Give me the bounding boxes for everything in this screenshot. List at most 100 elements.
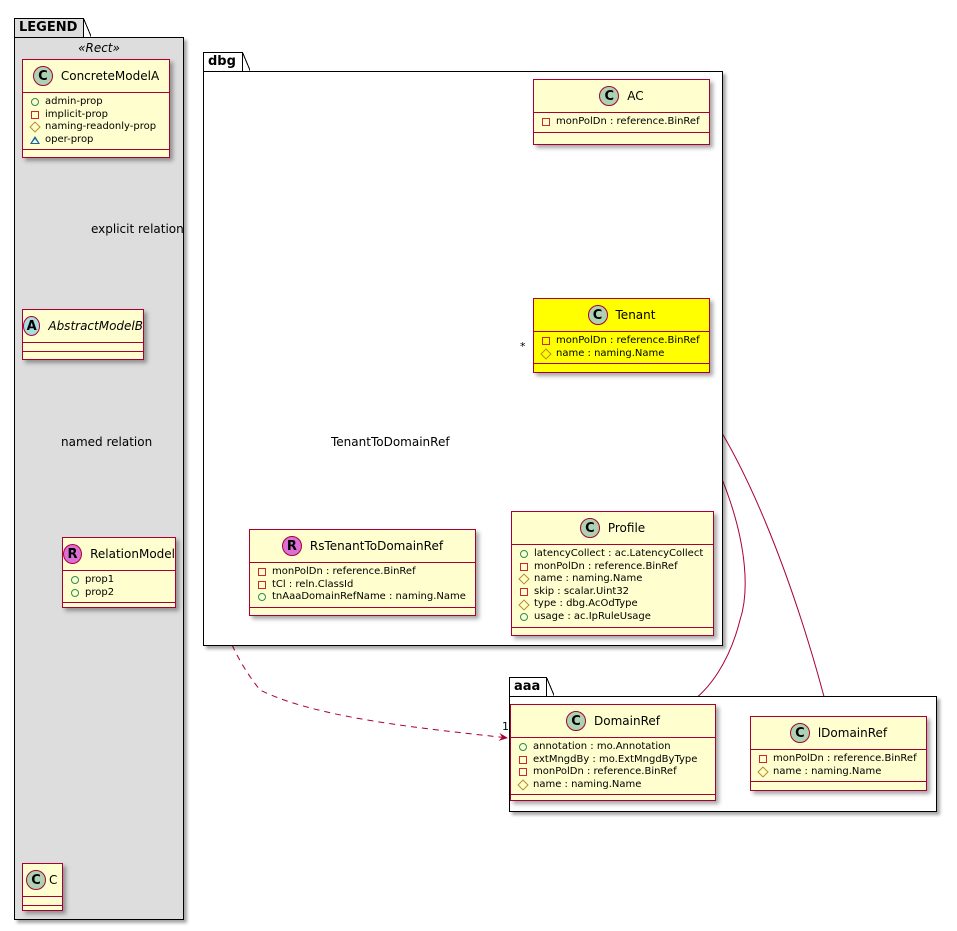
- class-attribute: naming-readonly-prop: [29, 121, 163, 134]
- public-visibility-icon: [71, 576, 79, 585]
- class-attribute: type : dbg.AcOdType: [518, 598, 707, 611]
- class-attribute: usage : ac.IpRuleUsage: [519, 611, 707, 624]
- private-visibility-icon: [520, 588, 528, 597]
- attribute-text: oper-prop: [45, 133, 94, 145]
- class-name: ConcreteModelA: [60, 69, 160, 83]
- class-name: RsTenantToDomainRef: [309, 539, 444, 553]
- class-operations: [63, 603, 175, 611]
- attribute-text: name : naming.Name: [533, 778, 642, 790]
- class-attribute: implicit-prop: [30, 109, 163, 122]
- class-attributes: [23, 897, 62, 906]
- public-visibility-icon: [71, 588, 79, 597]
- public-visibility-icon: [31, 98, 39, 107]
- public-visibility-icon: [520, 613, 528, 622]
- attribute-text: monPolDn : reference.BinRef: [272, 566, 416, 577]
- class-name: C: [49, 873, 58, 887]
- target-multiplicity: 1: [502, 720, 509, 733]
- private-visibility-icon: [542, 118, 550, 127]
- class-attribute: monPolDn : reference.BinRef: [518, 766, 709, 779]
- attribute-text: naming-readonly-prop: [45, 121, 157, 133]
- package-name-dbg: dbg: [208, 54, 236, 69]
- class-abstract-model-b[interactable]: A AbstractModelB: [22, 309, 144, 360]
- class-badge-icon: C: [566, 711, 586, 731]
- package-visibility-icon: [30, 136, 40, 145]
- class-attributes: monPolDn : reference.BinRef: [534, 113, 709, 133]
- attribute-text: tnAaaDomainRefName : naming.Name: [272, 591, 466, 603]
- attribute-text: implicit-prop: [45, 108, 108, 120]
- attribute-text: name : naming.Name: [534, 573, 643, 585]
- class-badge-icon: C: [587, 305, 608, 325]
- explicit-relation-label: explicit relation: [91, 222, 184, 236]
- package-name-legend: LEGEND: [19, 20, 78, 35]
- class-attribute: name : naming.Name: [518, 573, 707, 586]
- attribute-text: prop1: [85, 574, 115, 585]
- private-visibility-icon: [520, 562, 528, 571]
- package-legend: [14, 37, 184, 920]
- class-attribute: name : naming.Name: [540, 347, 703, 361]
- public-visibility-icon: [258, 593, 266, 602]
- package-tab-aaa: aaa: [509, 677, 555, 696]
- class-header: A AbstractModelB: [23, 310, 143, 343]
- class-operations: [751, 782, 926, 790]
- attribute-text: name : naming.Name: [556, 347, 665, 359]
- class-badge-icon: C: [789, 723, 810, 743]
- package-tab-dbg: dbg: [203, 52, 250, 71]
- attribute-text: monPolDn : reference.BinRef: [556, 116, 700, 127]
- class-attribute: monPolDn : reference.BinRef: [541, 335, 703, 348]
- attribute-text: usage : ac.IpRuleUsage: [534, 610, 651, 622]
- class-attribute: tCl : reln.ClassId: [257, 579, 469, 592]
- class-operations: [511, 795, 715, 803]
- attribute-text: tCl : reln.ClassId: [272, 578, 354, 590]
- protected-visibility-icon: [518, 573, 530, 586]
- named-relation-label: named relation: [61, 435, 153, 449]
- class-attribute: skip : scalar.Uint32: [519, 586, 707, 599]
- private-visibility-icon: [31, 110, 39, 119]
- class-badge-icon: C: [26, 870, 46, 890]
- relation-badge-icon: R: [281, 536, 302, 556]
- private-visibility-icon: [519, 755, 527, 764]
- class-operations: [23, 150, 169, 158]
- package-name-aaa: aaa: [514, 679, 541, 694]
- class-attribute: monPolDn : reference.BinRef: [257, 566, 469, 579]
- class-attribute: annotation : mo.Annotation: [518, 741, 709, 754]
- tenant-to-domain-ref-label: TenantToDomainRef: [331, 435, 450, 449]
- class-name: lDomainRef: [817, 726, 888, 740]
- protected-visibility-icon: [518, 599, 530, 611]
- private-visibility-icon: [542, 337, 550, 346]
- class-operations: [23, 352, 143, 360]
- class-attribute: prop2: [70, 587, 169, 600]
- abstract-badge-icon: A: [23, 316, 41, 336]
- attribute-text: monPolDn : reference.BinRef: [533, 766, 677, 778]
- class-name: AbstractModelB: [48, 319, 143, 333]
- attribute-text: prop2: [85, 586, 115, 598]
- package-tab-legend: LEGEND: [14, 18, 92, 37]
- class-rs-tenant-to-domain-ref[interactable]: R RsTenantToDomainRef monPolDn : reference…: [249, 529, 476, 616]
- protected-visibility-icon: [517, 779, 529, 791]
- attribute-text: skip : scalar.Uint32: [534, 585, 630, 597]
- protected-visibility-icon: [29, 121, 41, 134]
- class-operations: [512, 628, 713, 636]
- public-visibility-icon: [520, 550, 528, 559]
- source-multiplicity: *: [520, 340, 526, 353]
